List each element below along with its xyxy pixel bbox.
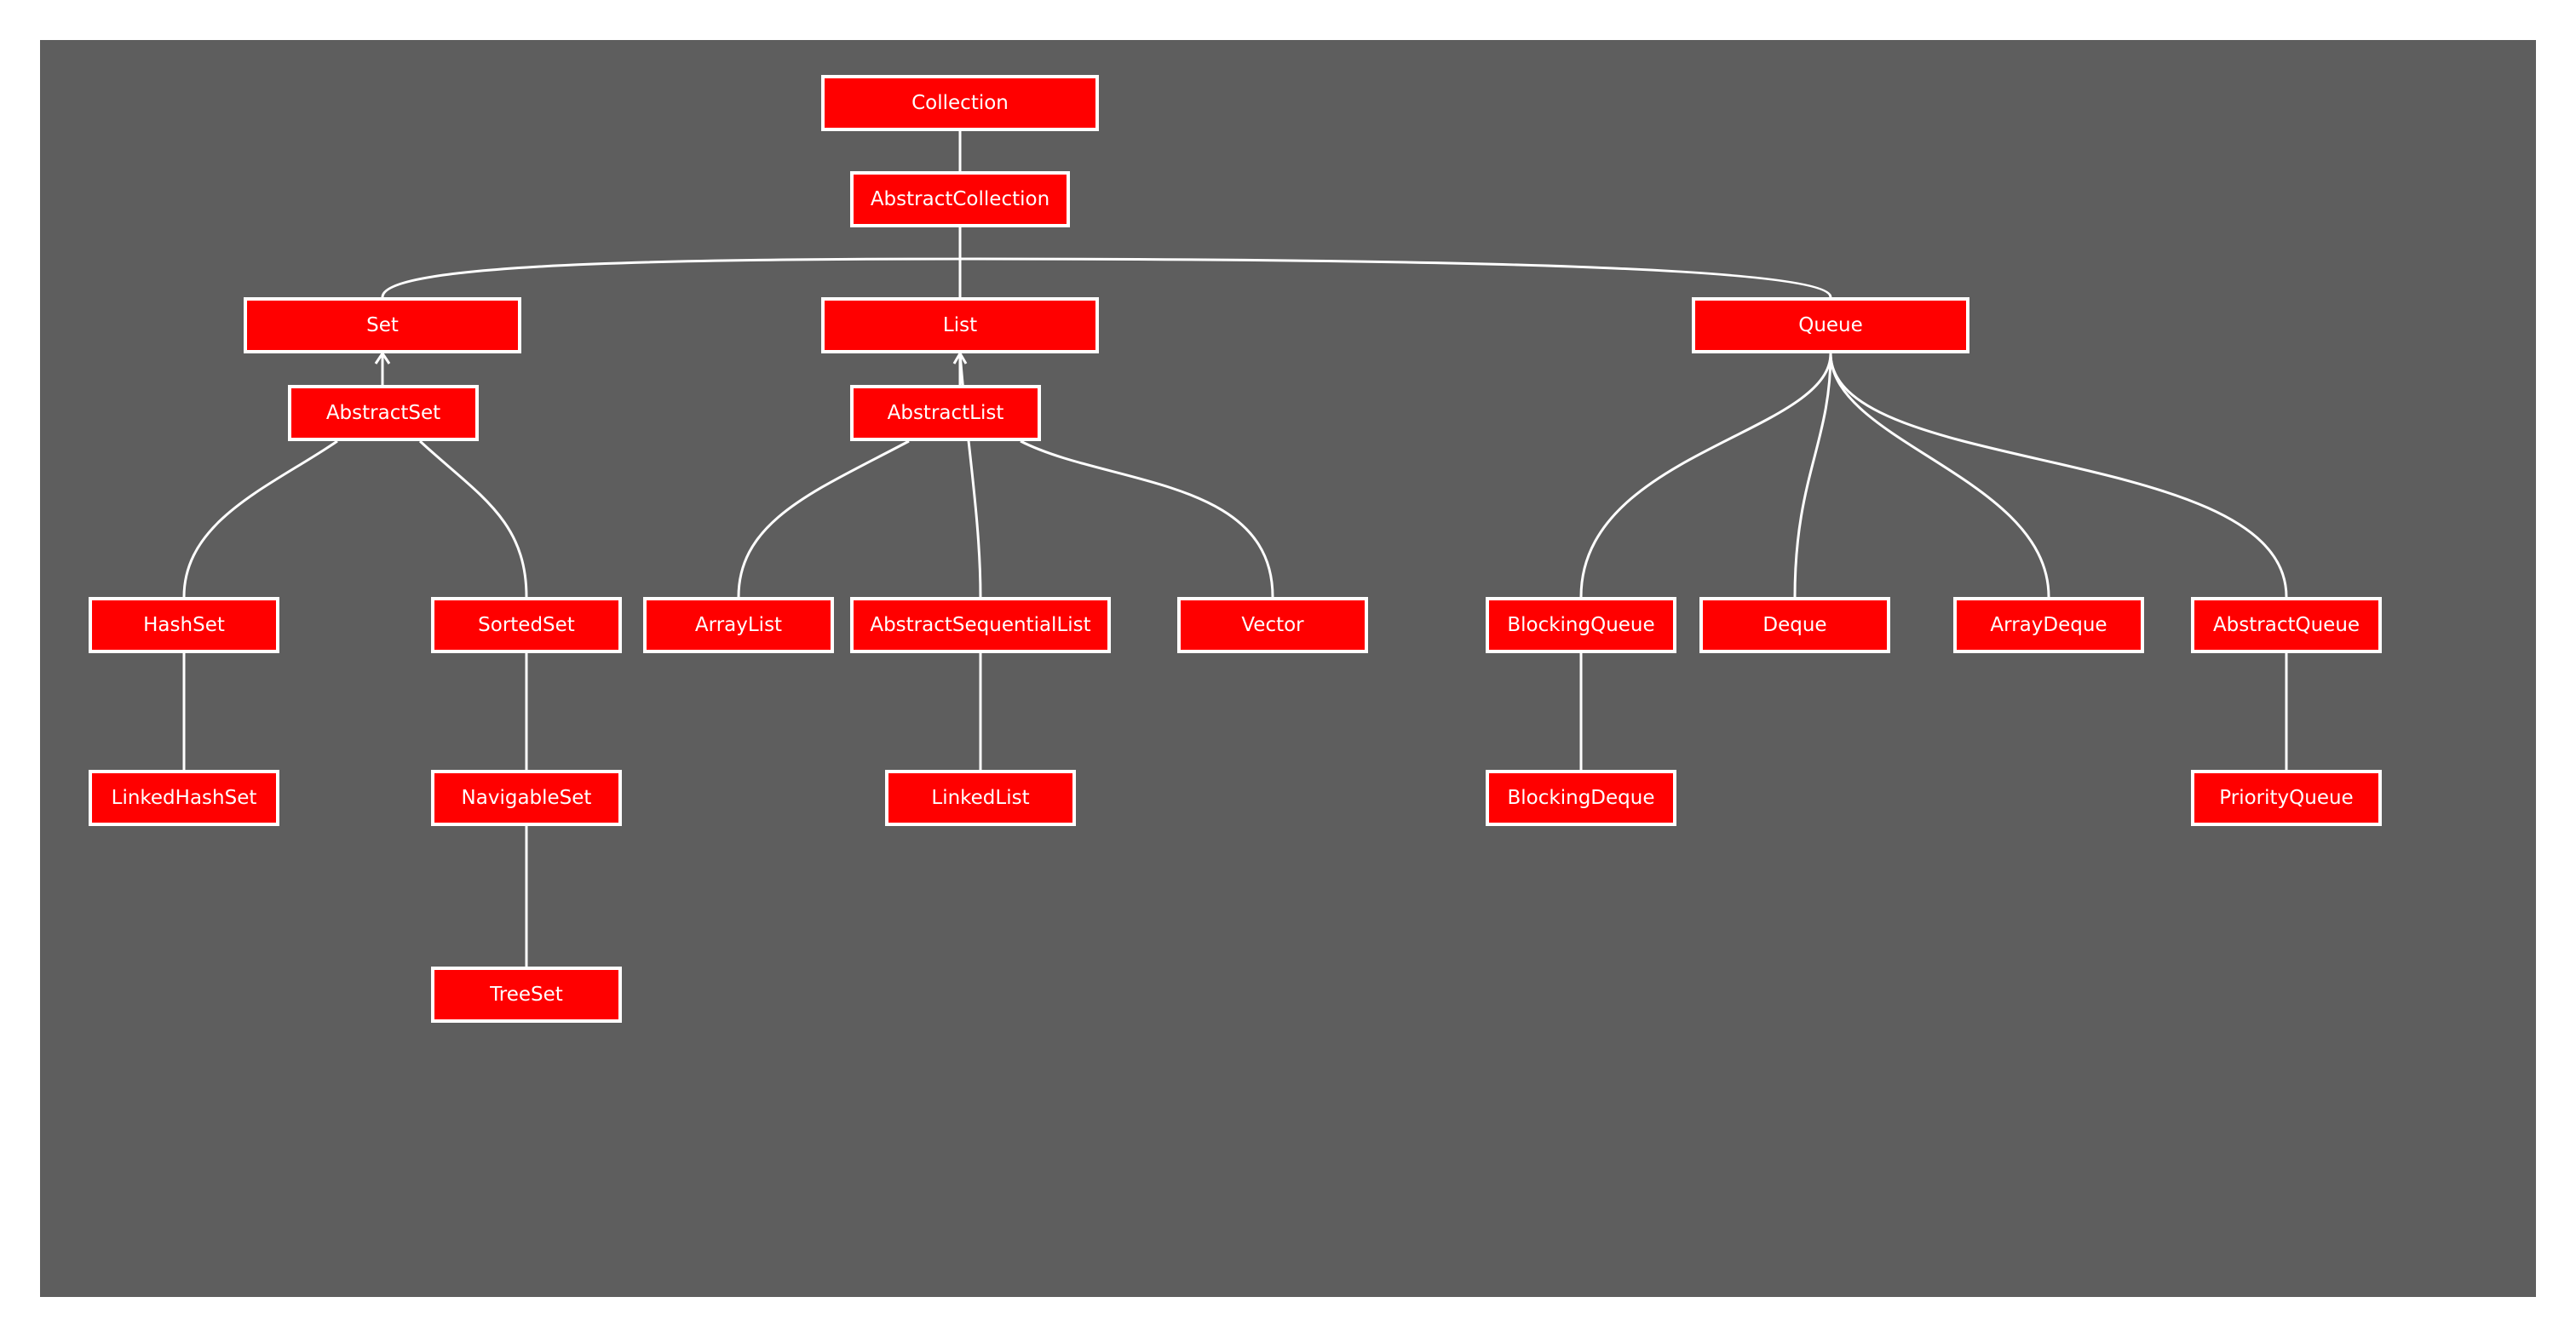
node-abstract-list[interactable]: AbstractList [850, 385, 1041, 441]
node-vector[interactable]: Vector [1177, 597, 1368, 653]
node-queue[interactable]: Queue [1692, 297, 1969, 353]
node-abstract-sequential-list[interactable]: AbstractSequentialList [850, 597, 1111, 653]
node-abstract-collection[interactable]: AbstractCollection [850, 171, 1070, 227]
node-abstract-queue[interactable]: AbstractQueue [2191, 597, 2382, 653]
node-array-list[interactable]: ArrayList [643, 597, 834, 653]
node-collection[interactable]: Collection [821, 75, 1099, 131]
node-blocking-queue[interactable]: BlockingQueue [1486, 597, 1676, 653]
node-tree-set[interactable]: TreeSet [431, 967, 622, 1023]
node-priority-queue[interactable]: PriorityQueue [2191, 770, 2382, 826]
node-sorted-set[interactable]: SortedSet [431, 597, 622, 653]
diagram-canvas [40, 40, 2536, 1297]
node-navigable-set[interactable]: NavigableSet [431, 770, 622, 826]
node-abstract-set[interactable]: AbstractSet [288, 385, 479, 441]
node-hash-set[interactable]: HashSet [89, 597, 279, 653]
node-array-deque[interactable]: ArrayDeque [1953, 597, 2144, 653]
node-linked-hash-set[interactable]: LinkedHashSet [89, 770, 279, 826]
node-list[interactable]: List [821, 297, 1099, 353]
node-deque[interactable]: Deque [1699, 597, 1890, 653]
node-set[interactable]: Set [244, 297, 521, 353]
node-linked-list[interactable]: LinkedList [885, 770, 1076, 826]
node-blocking-deque[interactable]: BlockingDeque [1486, 770, 1676, 826]
